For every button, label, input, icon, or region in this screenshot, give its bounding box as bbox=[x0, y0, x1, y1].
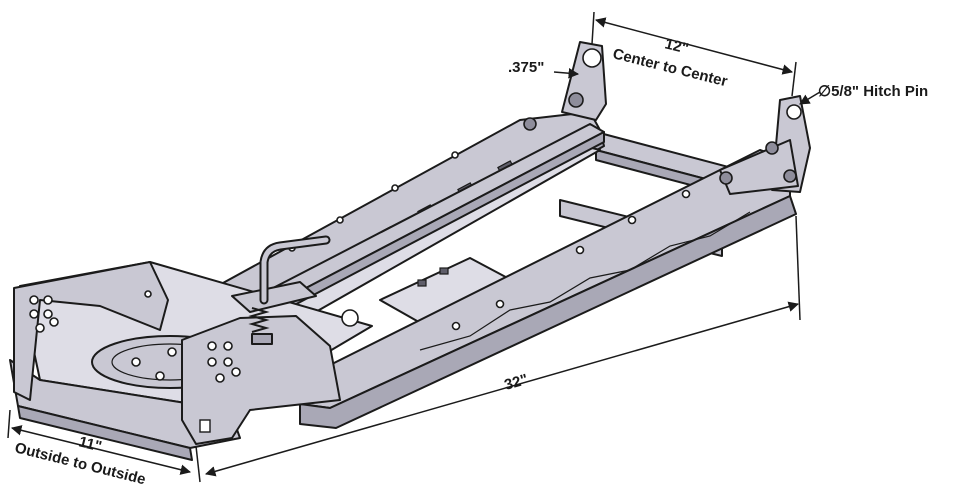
dimension-center-to-center: 12" Center to Center bbox=[591, 11, 797, 97]
length-value: 32" bbox=[502, 371, 530, 394]
dimension-pin-offset: .375" bbox=[508, 59, 580, 79]
center-spacing-value: 12" bbox=[663, 35, 690, 57]
dimension-hitch-pin: ∅5/8" Hitch Pin bbox=[799, 83, 928, 105]
right-rail bbox=[299, 149, 797, 429]
width-value: 11" bbox=[77, 433, 103, 455]
dimension-length: 32" bbox=[195, 215, 801, 483]
frame bbox=[9, 41, 811, 461]
hitch-pin-label: ∅5/8" Hitch Pin bbox=[818, 83, 928, 100]
right-hitch-ear bbox=[719, 95, 811, 195]
pin-offset-value: .375" bbox=[508, 59, 544, 76]
left-side-plate bbox=[13, 261, 169, 401]
